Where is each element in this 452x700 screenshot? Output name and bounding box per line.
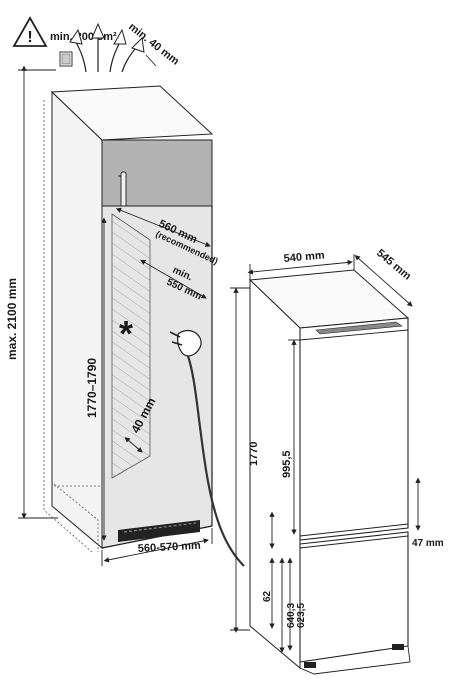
- fridge-lower-door: [299, 531, 409, 663]
- top-clearance-label: min. 40 mm: [126, 21, 181, 68]
- warning-triangle-icon: [12, 16, 48, 47]
- lower-door-2-label: 623,5: [296, 603, 307, 628]
- built-in-fridge: [248, 269, 411, 675]
- gap-47-label: 47 mm: [412, 538, 444, 549]
- upper-door-height-label: 995,5: [281, 450, 293, 478]
- fridge-upper-door: [299, 317, 409, 541]
- niche-width-dimension-line: [103, 538, 209, 563]
- power-cable: [186, 355, 245, 567]
- asterisk-mark: *: [119, 313, 133, 354]
- fridge-width-dimension-line: [247, 259, 353, 275]
- air-flow-arrows-icon: [69, 22, 145, 73]
- upper-cabinet-door: [101, 139, 213, 207]
- niche-width-label: 560-570 mm: [138, 540, 202, 555]
- niche-depth-line: [115, 207, 211, 247]
- fridge-depth-dimension-line: [354, 255, 413, 307]
- power-plug-icon: [169, 329, 245, 567]
- gap-62-label: 62: [262, 590, 273, 602]
- vent-area-label: min. 200 cm²: [50, 31, 117, 43]
- fridge-width-label: 540 mm: [283, 249, 325, 265]
- fridge-height-label: 1770: [248, 442, 260, 466]
- warning-mark: !: [27, 29, 32, 46]
- niche-height-label: 1770–1790: [85, 358, 99, 418]
- max-height-label: max. 2100 mm: [5, 278, 19, 360]
